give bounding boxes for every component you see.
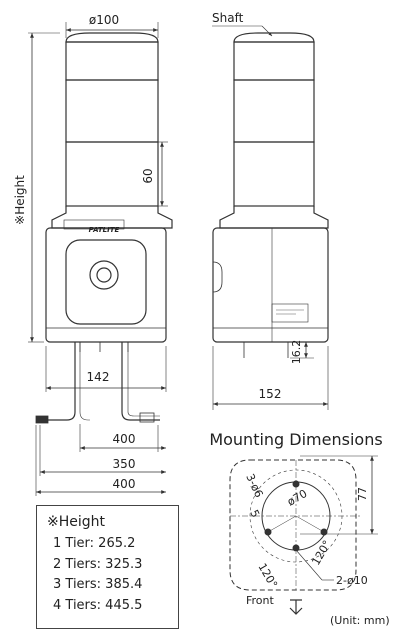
front-label: Front xyxy=(246,594,275,607)
angle-label-left: 120° xyxy=(255,561,280,590)
height-note-box: ※Height 1 Tier: 265.2 2 Tiers: 325.3 3 T… xyxy=(36,505,179,629)
cable-length-label-1: 400 xyxy=(113,432,136,446)
side-view xyxy=(212,25,329,410)
shaft-label: Shaft xyxy=(212,11,244,25)
mounting-pcd-label: ø70 xyxy=(285,487,309,509)
height-note-row: 2 Tiers: 325.3 xyxy=(53,556,143,572)
mounting-offset-label: 5 xyxy=(247,508,262,520)
diameter-label: ø100 xyxy=(89,13,119,27)
cable-length-label-2: 350 xyxy=(113,457,136,471)
height-note-row: 4 Tiers: 445.5 xyxy=(53,597,143,613)
mounting-hole-label: 3-ø6 xyxy=(243,472,265,500)
front-view xyxy=(28,22,173,496)
foot-height-label: 16.2 xyxy=(290,340,303,365)
mounting-title: Mounting Dimensions xyxy=(209,430,382,449)
height-note-row: 3 Tiers: 385.4 xyxy=(53,577,143,592)
brand-label: PATLITE xyxy=(89,226,120,234)
height-note-row: 1 Tier: 265.2 xyxy=(53,536,136,551)
unit-label: (Unit: mm) xyxy=(330,614,390,627)
mounting-diagram xyxy=(229,455,378,615)
base-width-label: 142 xyxy=(87,370,110,384)
height-dimension-label: ※Height xyxy=(13,175,27,225)
height-note-title: ※Height xyxy=(47,514,106,530)
tier-height-label: 60 xyxy=(141,168,155,183)
mounting-height-label: 77 xyxy=(356,487,369,501)
cable-length-label-3: 400 xyxy=(113,477,136,491)
depth-label: 152 xyxy=(259,387,282,401)
angle-label-right: 120° xyxy=(309,538,334,567)
cable-hole-label: 2-ø10 xyxy=(336,574,368,587)
